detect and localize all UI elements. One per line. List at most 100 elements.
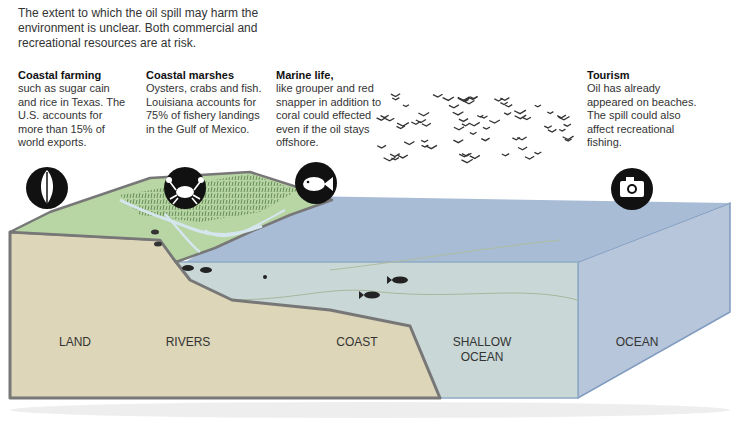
bird (449, 105, 459, 108)
bird (416, 120, 426, 123)
illustration-part (26, 167, 68, 209)
bird (489, 120, 500, 123)
bird (377, 145, 386, 148)
bird (458, 97, 470, 101)
bird (418, 113, 429, 116)
illustration-part (392, 277, 408, 284)
bird (514, 110, 526, 114)
bird (470, 132, 477, 134)
fish (182, 265, 408, 299)
camera-icon (611, 168, 653, 210)
region-label: RIVERS (143, 335, 233, 350)
bird (544, 126, 551, 128)
section-body: like grouper and red snapper in addition… (276, 82, 396, 150)
bird (453, 112, 464, 115)
birds (377, 94, 574, 163)
fish-icon (295, 162, 337, 204)
section-heading: Tourism (587, 68, 707, 82)
bird (525, 156, 534, 159)
bird (518, 147, 527, 150)
intro-text: The extent to which the oil spill may ha… (18, 6, 318, 51)
bird (396, 126, 404, 129)
illustration-part (611, 168, 653, 210)
bird (470, 155, 480, 158)
illustration-part (154, 242, 162, 247)
illustration-part (200, 267, 212, 273)
bird (381, 115, 389, 117)
bird (426, 145, 437, 148)
bird (477, 115, 483, 117)
illustration-part (166, 177, 172, 183)
bird (403, 105, 409, 107)
illustration-part (295, 162, 337, 204)
illustration-part (303, 177, 325, 191)
bird (392, 98, 399, 100)
illustration-part (198, 177, 204, 183)
river (165, 214, 200, 252)
farming-icon (26, 167, 68, 209)
bird (464, 101, 475, 104)
illustration-part (41, 170, 53, 204)
land-cross-section (10, 232, 440, 398)
bird (391, 158, 398, 160)
bird (500, 102, 507, 104)
illustration-part (263, 275, 267, 279)
illustration-part (626, 177, 634, 182)
bird (459, 119, 468, 122)
crab-icon (164, 167, 206, 209)
illustration-part (151, 230, 159, 235)
bird (461, 159, 472, 162)
bird (535, 105, 541, 107)
bird (564, 124, 571, 126)
section-heading: Coastal marshes (146, 68, 268, 82)
bird (391, 94, 400, 97)
bird (469, 122, 480, 125)
bird (458, 98, 470, 102)
bird (481, 138, 489, 141)
illustration-part (620, 181, 644, 197)
bird (494, 99, 502, 102)
bird (558, 117, 569, 120)
region-label: OCEAN (592, 335, 682, 350)
bird (563, 136, 574, 139)
bird (433, 94, 443, 97)
shadow (10, 402, 730, 418)
bird (453, 140, 463, 143)
illustration-part (324, 177, 333, 191)
section-body: Oil has already appeared on beaches. The… (587, 82, 699, 150)
illustration-part (182, 265, 194, 271)
illustration-part (359, 291, 364, 299)
section-body: Oysters, crabs and fish. Louisiana accou… (146, 82, 268, 136)
bird (504, 113, 511, 115)
region-label: LAND (30, 335, 120, 350)
bird (454, 127, 464, 130)
bird (443, 97, 454, 100)
illustration-part (307, 181, 310, 184)
bird (547, 112, 553, 114)
illustration-part (629, 186, 635, 192)
region-label: COAST (312, 335, 402, 350)
bird (469, 97, 477, 99)
crab (151, 230, 162, 247)
bird (462, 123, 470, 125)
bird (377, 117, 387, 120)
bird (523, 117, 531, 119)
river (205, 210, 285, 236)
bird (559, 129, 565, 131)
bird (505, 105, 512, 107)
bird (421, 140, 428, 142)
marsh (120, 174, 298, 222)
illustration-part (627, 184, 637, 194)
illustration-part (170, 182, 200, 204)
seafloor-line (230, 290, 578, 300)
bird (565, 139, 572, 141)
illustration-part (46, 172, 48, 204)
bird (483, 127, 490, 129)
section-body: such as sugar cain and rice in Texas. Th… (18, 82, 130, 150)
illustration-part (176, 186, 194, 198)
bird (397, 123, 409, 127)
bird (548, 129, 557, 132)
section-heading: Marine life, (276, 68, 396, 82)
bird (515, 115, 527, 118)
